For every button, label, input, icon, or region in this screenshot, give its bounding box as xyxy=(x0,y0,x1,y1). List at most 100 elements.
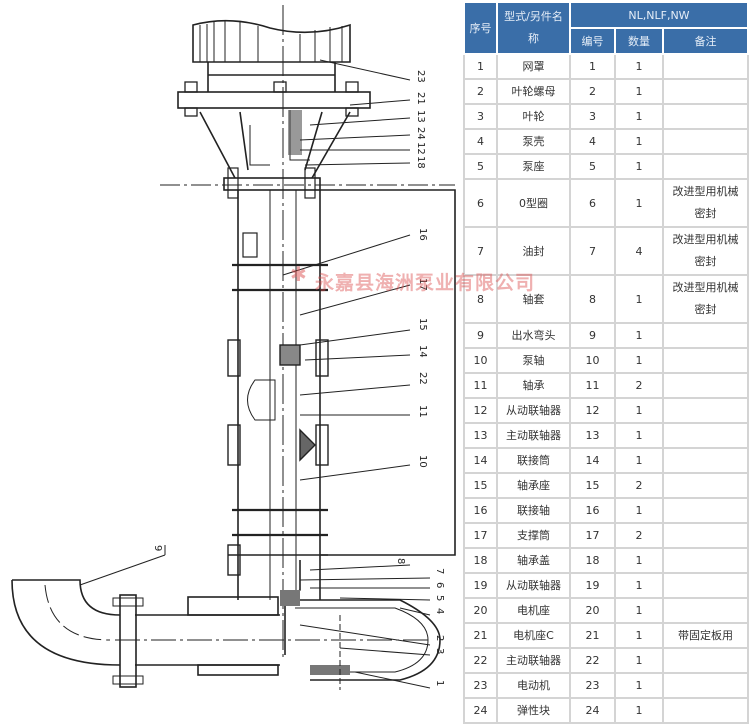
cell-seq: 17 xyxy=(463,522,498,549)
cell-note xyxy=(662,422,749,449)
svg-text:16: 16 xyxy=(417,228,428,241)
cell-note: 改进型用机械密封 xyxy=(662,226,749,276)
svg-text:12: 12 xyxy=(415,142,426,155)
cell-qty: 1 xyxy=(614,274,664,324)
cell-note xyxy=(662,53,749,80)
cell-name: 电动机 xyxy=(496,672,571,699)
motor xyxy=(192,19,351,92)
cell-name: 支撑筒 xyxy=(496,522,571,549)
svg-text:5: 5 xyxy=(434,595,445,601)
cell-code: 21 xyxy=(569,622,616,649)
header-code: 编号 xyxy=(569,27,616,55)
svg-text:22: 22 xyxy=(417,372,428,385)
svg-text:24: 24 xyxy=(415,127,426,140)
cell-seq: 14 xyxy=(463,447,498,474)
cell-name: 联接轴 xyxy=(496,497,571,524)
cell-code: 5 xyxy=(569,153,616,180)
watermark-logo-icon: ✱ xyxy=(290,262,307,286)
cell-code: 11 xyxy=(569,372,616,399)
cell-note xyxy=(662,697,749,724)
cell-qty: 1 xyxy=(614,647,664,674)
cell-seq: 12 xyxy=(463,397,498,424)
cell-qty: 1 xyxy=(614,572,664,599)
cell-name: 主动联轴器 xyxy=(496,422,571,449)
frame xyxy=(320,189,456,556)
svg-text:3: 3 xyxy=(434,648,445,654)
cell-name: 联接筒 xyxy=(496,447,571,474)
cell-qty: 1 xyxy=(614,103,664,130)
cell-note xyxy=(662,372,749,399)
cell-note xyxy=(662,447,749,474)
part-labels-mid: 16 17 15 14 22 11 10 xyxy=(417,228,428,468)
cell-qty: 1 xyxy=(614,397,664,424)
cell-qty: 1 xyxy=(614,447,664,474)
cell-note xyxy=(662,572,749,599)
part-labels-top: 23 21 13 24 12 18 xyxy=(415,70,426,169)
cell-code: 15 xyxy=(569,472,616,499)
cell-code: 14 xyxy=(569,447,616,474)
cell-note: 改进型用机械密封 xyxy=(662,274,749,324)
header-model-group: NL,NLF,NW xyxy=(569,1,749,29)
cell-note xyxy=(662,103,749,130)
cell-code: 12 xyxy=(569,397,616,424)
cell-name: 泵壳 xyxy=(496,128,571,155)
cell-code: 24 xyxy=(569,697,616,724)
cell-code: 18 xyxy=(569,547,616,574)
cell-name: 0型圈 xyxy=(496,178,571,228)
cell-name: 从动联轴器 xyxy=(496,572,571,599)
cell-seq: 19 xyxy=(463,572,498,599)
svg-text:2: 2 xyxy=(434,635,445,641)
cell-code: 6 xyxy=(569,178,616,228)
cell-note xyxy=(662,322,749,349)
outlet-elbow xyxy=(11,579,121,666)
cell-note xyxy=(662,522,749,549)
cell-name: 油封 xyxy=(496,226,571,276)
cell-note: 改进型用机械密封 xyxy=(662,178,749,228)
cell-name: 叶轮螺母 xyxy=(496,78,571,105)
cell-note xyxy=(662,597,749,624)
cell-note xyxy=(662,128,749,155)
cell-name: 泵轴 xyxy=(496,347,571,374)
watermark: 永嘉县海洲泵业有限公司 xyxy=(315,272,536,294)
cell-qty: 2 xyxy=(614,472,664,499)
cell-seq: 6 xyxy=(463,178,498,228)
svg-text:7: 7 xyxy=(434,568,445,574)
cell-name: 电机座 xyxy=(496,597,571,624)
cell-seq: 22 xyxy=(463,647,498,674)
cell-name: 叶轮 xyxy=(496,103,571,130)
cell-name: 主动联轴器 xyxy=(496,647,571,674)
svg-text:23: 23 xyxy=(415,70,426,83)
svg-text:13: 13 xyxy=(415,110,426,123)
cell-seq: 5 xyxy=(463,153,498,180)
cell-qty: 1 xyxy=(614,697,664,724)
svg-text:10: 10 xyxy=(417,455,428,468)
cell-qty: 1 xyxy=(614,422,664,449)
bolts-top xyxy=(184,81,359,117)
cell-qty: 1 xyxy=(614,597,664,624)
cell-seq: 8 xyxy=(463,274,498,324)
pump-assembly-drawing: 23 21 13 24 12 18 16 17 15 14 22 11 10 9… xyxy=(11,5,456,690)
svg-text:1: 1 xyxy=(434,680,445,686)
cell-name: 弹性块 xyxy=(496,697,571,724)
svg-text:14: 14 xyxy=(417,345,428,358)
cell-qty: 4 xyxy=(614,226,664,276)
cell-qty: 1 xyxy=(614,178,664,228)
svg-text:4: 4 xyxy=(434,608,445,614)
cell-seq: 4 xyxy=(463,128,498,155)
cell-seq: 23 xyxy=(463,672,498,699)
cell-code: 4 xyxy=(569,128,616,155)
cell-code: 10 xyxy=(569,347,616,374)
